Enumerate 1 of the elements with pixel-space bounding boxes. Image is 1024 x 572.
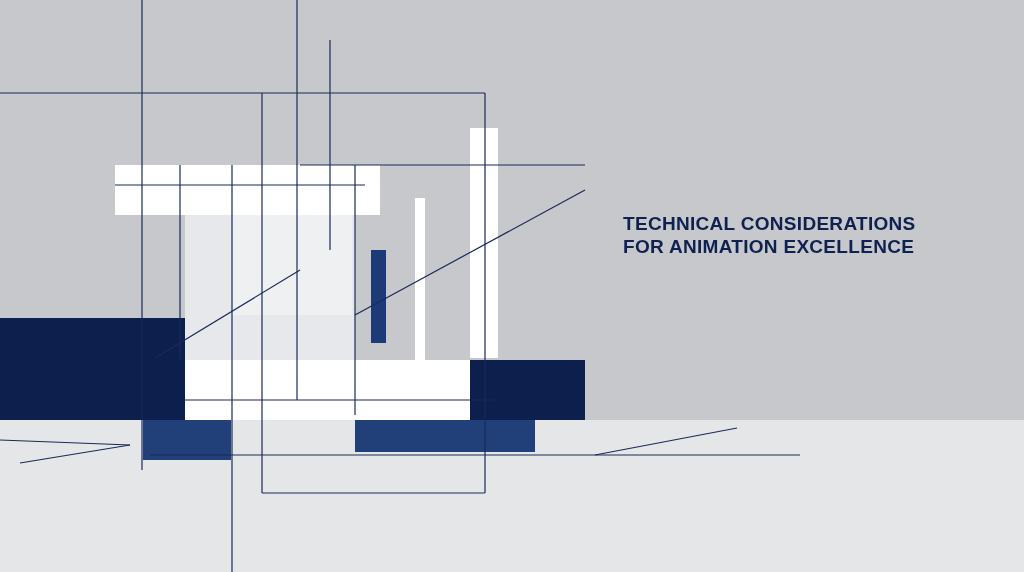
title: TECHNICAL CONSIDERATIONS FOR ANIMATION EXCELLENCE	[623, 212, 917, 258]
